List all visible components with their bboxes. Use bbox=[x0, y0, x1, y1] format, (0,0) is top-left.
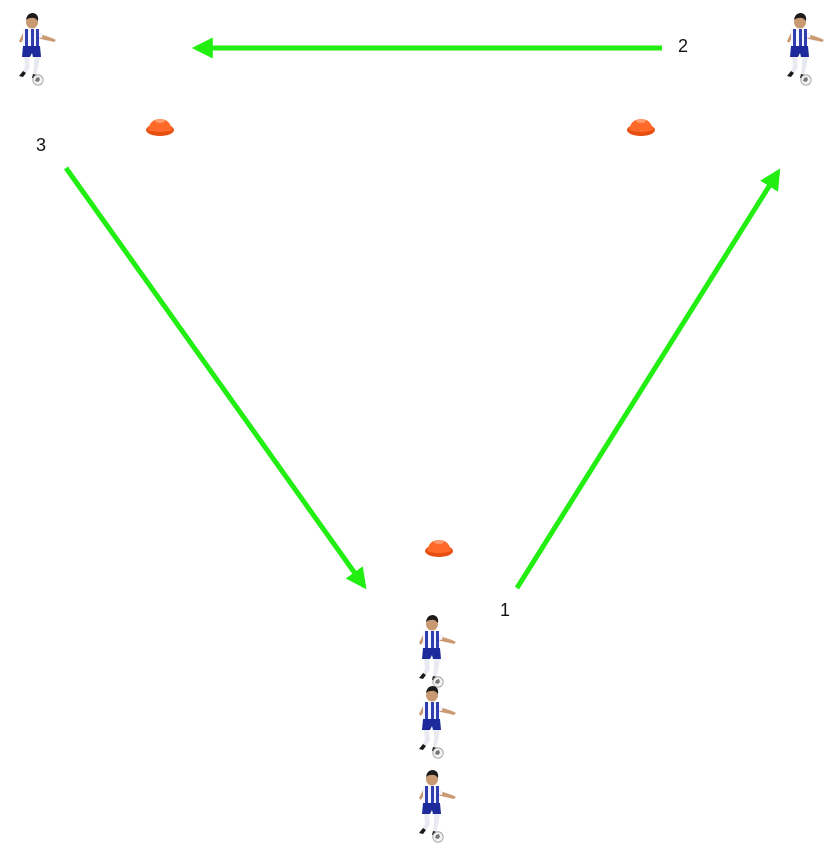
player-icon bbox=[419, 615, 456, 687]
cone-icon bbox=[627, 119, 655, 136]
player-icon bbox=[419, 770, 456, 842]
step-label-3: 3 bbox=[36, 136, 46, 154]
player-icon bbox=[419, 686, 456, 758]
step-label-2: 2 bbox=[678, 37, 688, 55]
player-icon bbox=[19, 13, 56, 85]
cone-icon bbox=[425, 540, 453, 557]
player-icon bbox=[787, 13, 824, 85]
pass-arrow-1 bbox=[517, 172, 778, 588]
pass-arrow-3 bbox=[66, 168, 364, 586]
cone-icon bbox=[146, 119, 174, 136]
step-label-1: 1 bbox=[500, 601, 510, 619]
